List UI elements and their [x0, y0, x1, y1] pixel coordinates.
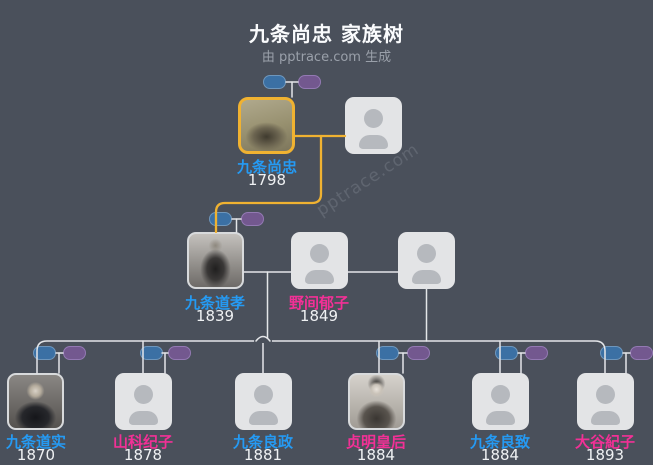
placeholder-avatar[interactable] — [472, 373, 529, 430]
female-link-pill-icon[interactable] — [630, 346, 653, 360]
silhouette-shoulders-icon — [359, 135, 388, 149]
silhouette-shoulders-icon — [305, 270, 334, 284]
silhouette-head-icon — [254, 385, 273, 404]
person-name: 九条良政 — [232, 433, 293, 451]
male-link-pill-icon[interactable] — [140, 346, 163, 360]
person-name: 野间郁子 — [288, 294, 349, 312]
silhouette-head-icon — [417, 244, 436, 263]
placeholder-avatar[interactable] — [398, 232, 455, 289]
person-birth-year: 1884 — [480, 446, 520, 464]
placeholder-avatar[interactable] — [577, 373, 634, 430]
person-birth-year: 1839 — [195, 307, 235, 325]
page-subtitle: 由 pptrace.com 生成 — [261, 50, 392, 65]
silhouette-head-icon — [134, 385, 153, 404]
silhouette-shoulders-icon — [249, 411, 278, 425]
male-link-pill-icon[interactable] — [495, 346, 518, 360]
silhouette-shoulders-icon — [591, 411, 620, 425]
male-link-pill-icon[interactable] — [263, 75, 286, 89]
person-birth-year: 1881 — [243, 446, 283, 464]
line-hop-arc — [255, 335, 271, 342]
person-name: 九条良致 — [469, 433, 530, 451]
person-birth-year: 1798 — [247, 171, 287, 189]
person-birth-year: 1870 — [16, 446, 56, 464]
placeholder-avatar[interactable] — [291, 232, 348, 289]
silhouette-head-icon — [310, 244, 329, 263]
female-link-pill-icon[interactable] — [298, 75, 321, 89]
person-name: 大谷紀子 — [574, 433, 635, 451]
female-link-pill-icon[interactable] — [525, 346, 548, 360]
silhouette-head-icon — [364, 109, 383, 128]
female-link-pill-icon[interactable] — [241, 212, 264, 226]
placeholder-avatar[interactable] — [115, 373, 172, 430]
portrait-empress-teimei[interactable] — [348, 373, 405, 430]
female-link-pill-icon[interactable] — [168, 346, 191, 360]
female-link-pill-icon[interactable] — [407, 346, 430, 360]
silhouette-shoulders-icon — [486, 411, 515, 425]
silhouette-shoulders-icon — [412, 270, 441, 284]
person-name: 山科纪子 — [112, 433, 173, 451]
placeholder-avatar[interactable] — [345, 97, 402, 154]
page-title: 九条尚忠 家族树 — [249, 22, 404, 46]
silhouette-head-icon — [491, 385, 510, 404]
person-name: 九条道实 — [5, 433, 66, 451]
person-birth-year: 1893 — [585, 446, 625, 464]
placeholder-avatar[interactable] — [235, 373, 292, 430]
person-name: 贞明皇后 — [345, 433, 406, 451]
person-birth-year: 1884 — [356, 446, 396, 464]
person-name: 九条道孝 — [184, 294, 245, 312]
portrait-kujo-michizane[interactable] — [7, 373, 64, 430]
person-birth-year: 1849 — [299, 307, 339, 325]
person-birth-year: 1878 — [123, 446, 163, 464]
male-link-pill-icon[interactable] — [33, 346, 56, 360]
portrait-kujo-hisatada[interactable] — [238, 97, 295, 154]
portrait-kujo-michitaka[interactable] — [187, 232, 244, 289]
male-link-pill-icon[interactable] — [376, 346, 399, 360]
female-link-pill-icon[interactable] — [63, 346, 86, 360]
silhouette-head-icon — [596, 385, 615, 404]
silhouette-shoulders-icon — [129, 411, 158, 425]
children-bus-line — [36, 340, 606, 374]
male-link-pill-icon[interactable] — [209, 212, 232, 226]
male-link-pill-icon[interactable] — [600, 346, 623, 360]
